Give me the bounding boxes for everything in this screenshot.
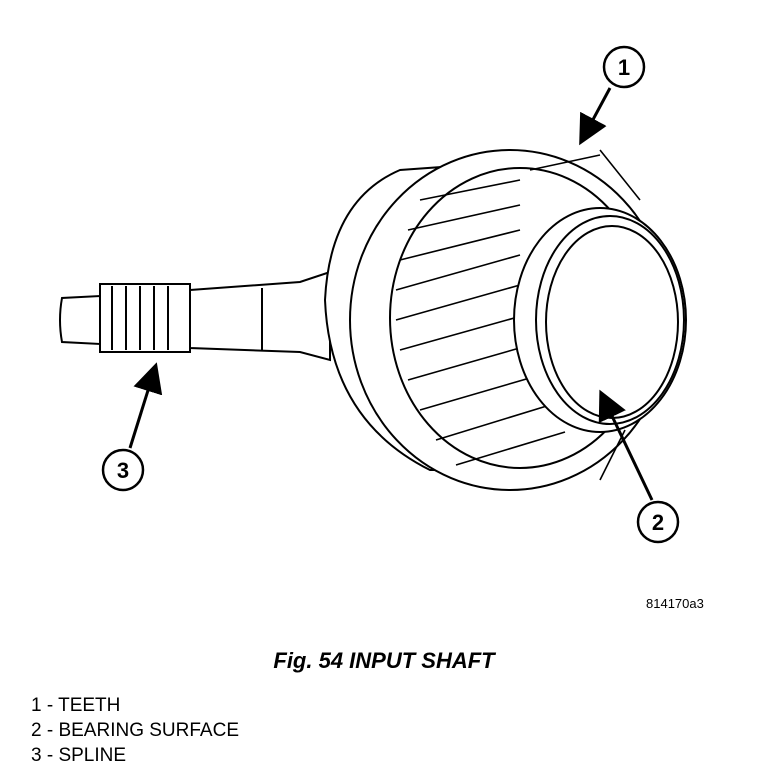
- legend-item: 2 - BEARING SURFACE: [31, 720, 239, 741]
- arrow-1: [579, 87, 612, 146]
- callout-3-label: 3: [117, 458, 129, 483]
- callout-1: 1: [602, 45, 646, 89]
- legend-item: 3 - SPLINE: [31, 745, 127, 766]
- callout-2: 2: [636, 500, 680, 544]
- callout-3: 3: [101, 448, 145, 492]
- arrow-3: [128, 362, 163, 449]
- bearing-surface: [513, 207, 687, 433]
- figure-id: 814170a3: [646, 596, 704, 611]
- gear-teeth: [395, 149, 641, 481]
- shaft: [59, 270, 331, 362]
- arrow-2: [598, 389, 654, 501]
- callout-1-label: 1: [618, 55, 630, 80]
- callout-2-label: 2: [652, 510, 664, 535]
- figure-caption: Fig. 54 INPUT SHAFT: [273, 648, 495, 673]
- leader-arrows: [128, 87, 654, 501]
- legend: 1 - TEETH 2 - BEARING SURFACE 3 - SPLINE: [31, 693, 239, 768]
- legend-item: 1 - TEETH: [31, 695, 121, 716]
- input-shaft-illustration: 1 2 3: [59, 45, 687, 544]
